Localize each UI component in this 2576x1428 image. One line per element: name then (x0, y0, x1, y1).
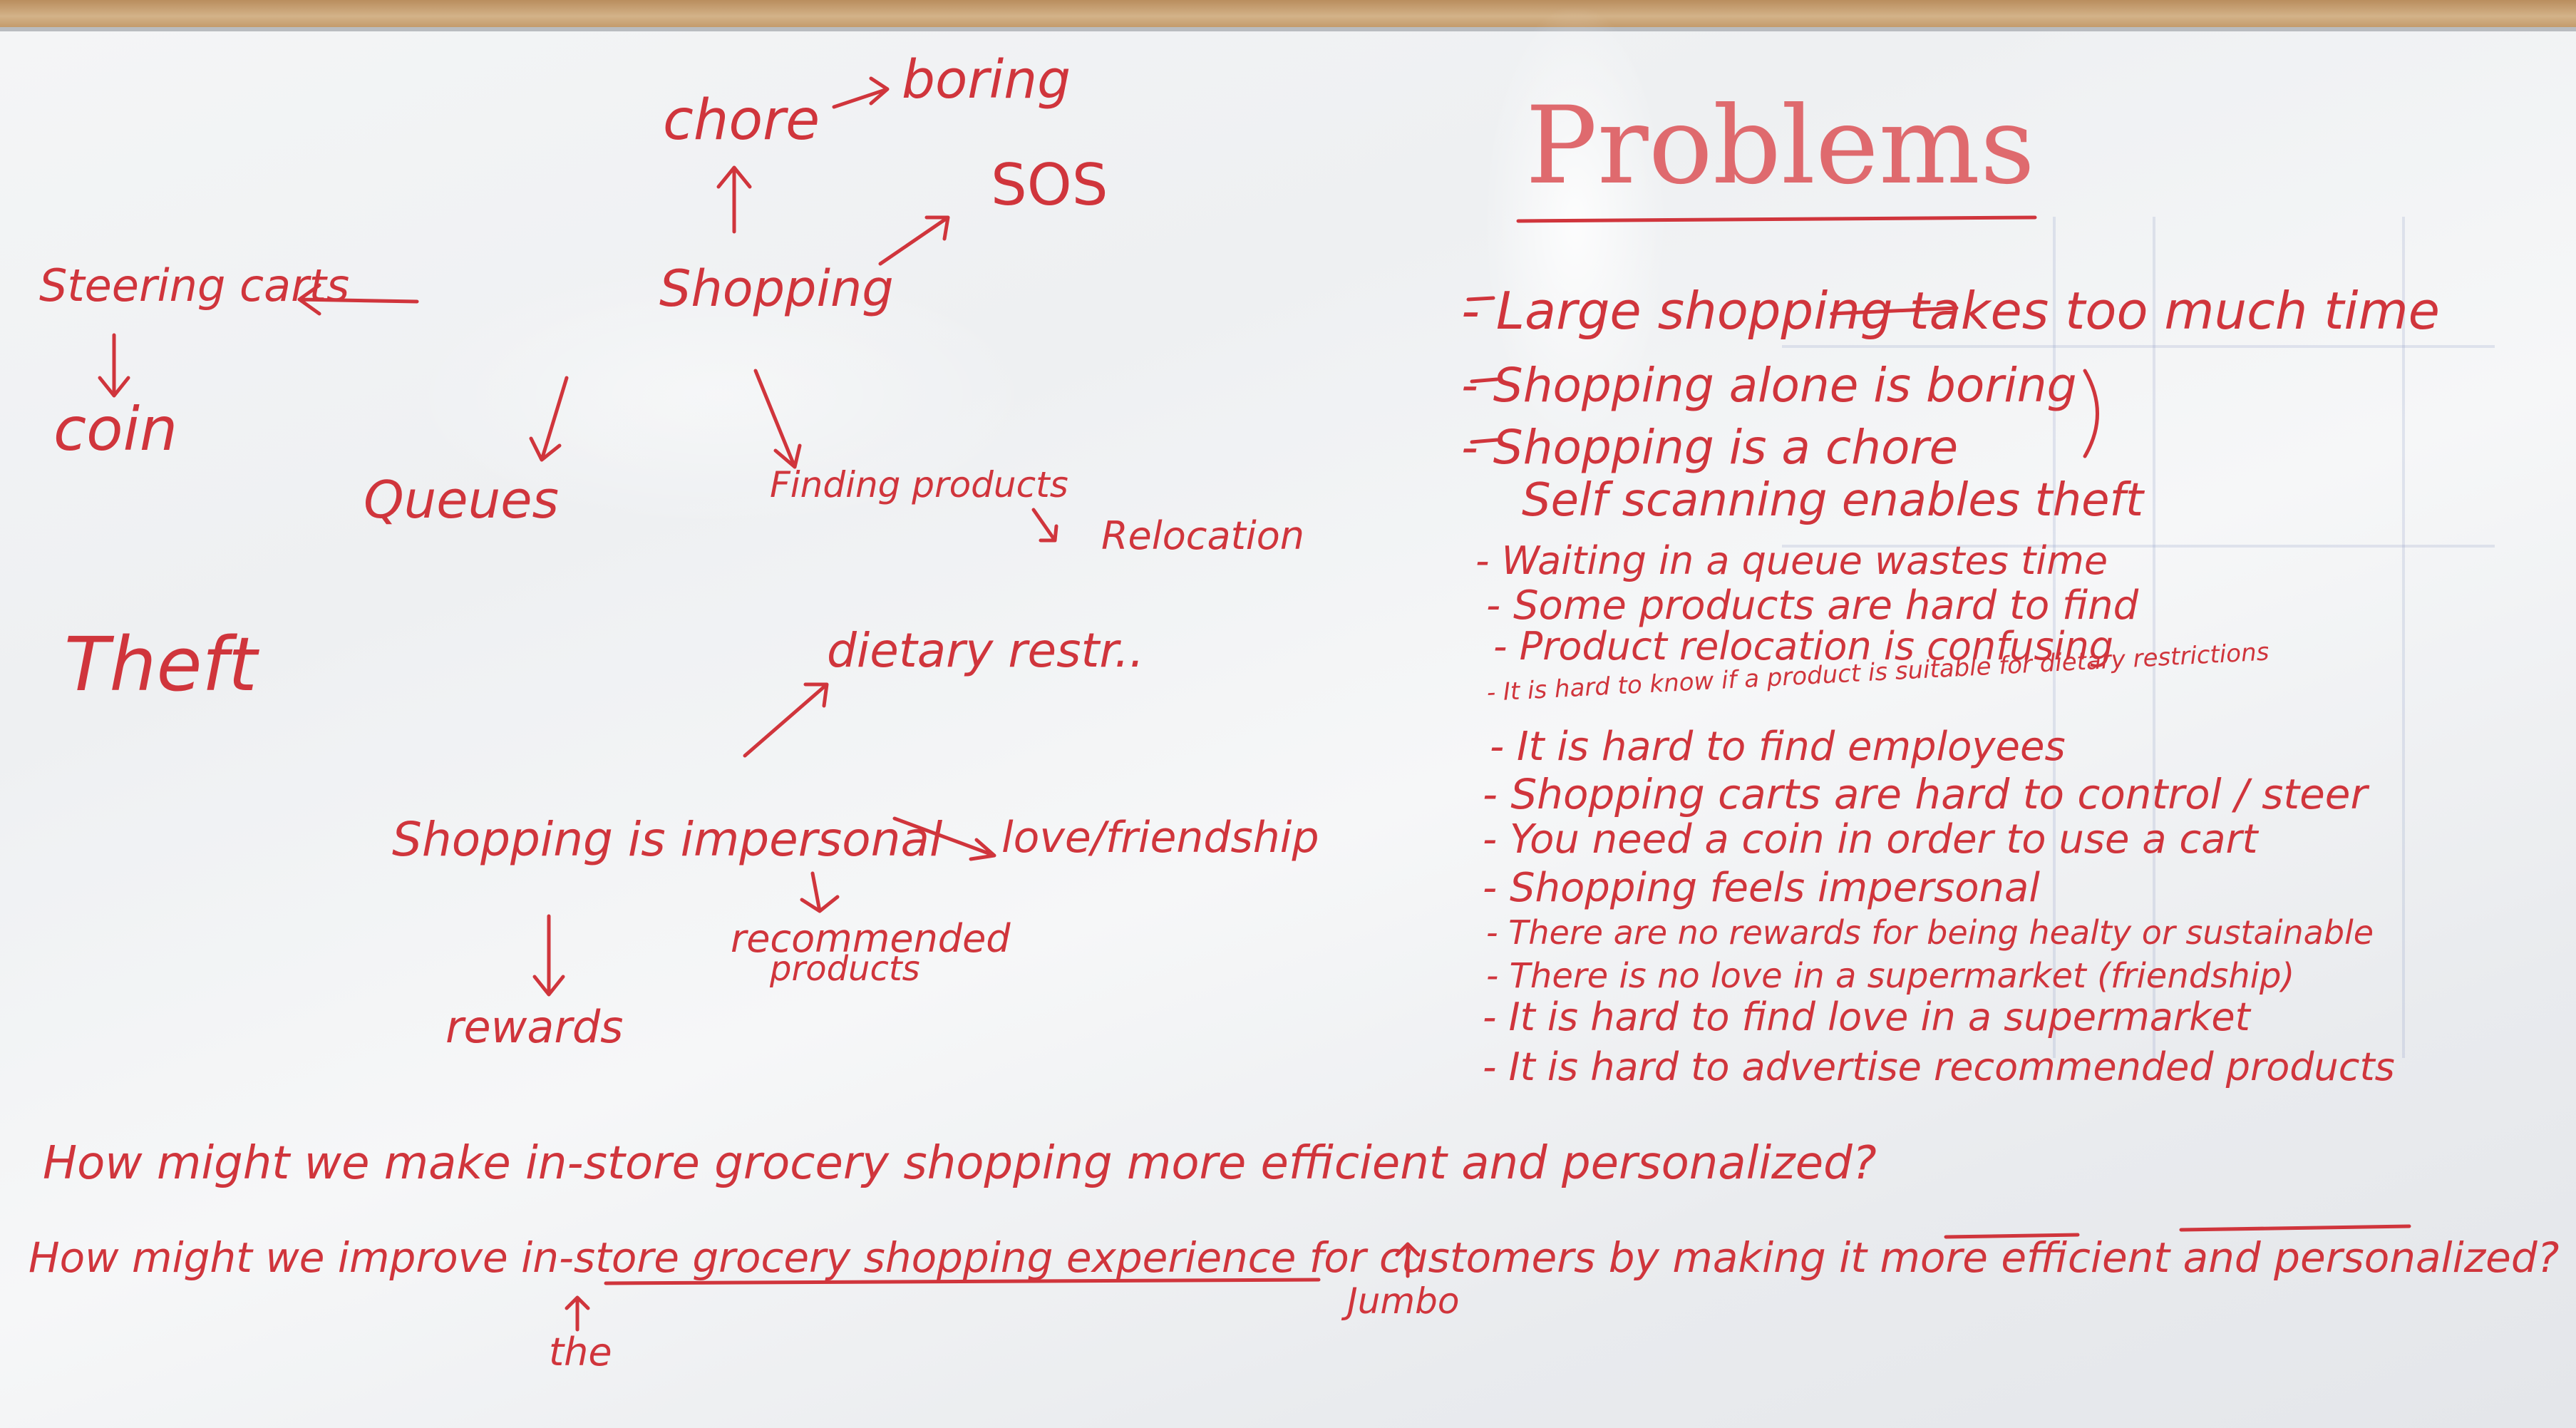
mindmap-steering-carts: Steering carts (39, 260, 350, 312)
mindmap-queues: Queues (364, 470, 560, 530)
problem-item: - Large shopping takes too much time (1461, 281, 2440, 341)
mindmap-finding-products: Finding products (770, 464, 1068, 505)
mindmap-impersonal: Shopping is impersonal (392, 812, 943, 867)
problem-item: - There is no love in a supermarket (fri… (1486, 956, 2295, 996)
mindmap-chore: chore (663, 88, 820, 153)
mindmap-love-friendship: love/friendship (1001, 813, 1319, 863)
faint-grid-line (2053, 217, 2056, 1058)
mindmap-recommended: recommended (731, 916, 1011, 961)
mindmap-dietary: dietary restr.. (827, 623, 1145, 678)
problems-heading: Problems (1525, 84, 2035, 208)
mindmap-products: products (770, 949, 920, 989)
mindmap-rewards: rewards (445, 1001, 624, 1053)
problem-item: - It is hard to find love in a supermark… (1483, 995, 2250, 1039)
light-reflection (399, 260, 1041, 530)
faint-grid-line (1782, 545, 2495, 548)
problem-item: - Shopping alone is boring (1461, 358, 2077, 413)
problem-item: - Some products are hard to find (1486, 582, 2139, 629)
mindmap-coin: coin (53, 394, 178, 464)
mindmap-shopping: Shopping (659, 260, 894, 318)
problem-item: Self scanning enables theft (1522, 474, 2144, 527)
mindmap-relocation: Relocation (1101, 513, 1305, 558)
mindmap-theft: Theft (64, 621, 257, 708)
hmw-line-2: How might we improve in-store grocery sh… (29, 1233, 2560, 1282)
problem-item: - You need a coin in order to use a cart (1483, 816, 2258, 863)
problem-item: - It is hard to advertise recommended pr… (1483, 1044, 2395, 1089)
faint-grid-line (2402, 217, 2405, 1058)
light-reflection (1483, 3, 1668, 445)
hmw-line-1: How might we make in-store grocery shopp… (43, 1137, 1877, 1190)
problem-item: - Shopping feels impersonal (1483, 865, 2040, 911)
whiteboard-frame (0, 0, 2576, 27)
problem-item: - Shopping is a chore (1461, 420, 1959, 475)
problem-item: - It is hard to find employees (1490, 724, 2066, 770)
mindmap-sos: SOS (991, 152, 1108, 218)
faint-grid-line (2153, 217, 2155, 1058)
problem-item: - There are no rewards for being healty … (1486, 913, 2374, 952)
problem-item: - Waiting in a queue wastes time (1475, 538, 2108, 583)
faint-grid-line (1782, 345, 2495, 348)
hmw-insert-the: the (549, 1330, 612, 1375)
problem-item: - Shopping carts are hard to control / s… (1483, 770, 2368, 818)
whiteboard (0, 3, 2576, 1428)
hmw-insert-jumbo: Jumbo (1347, 1280, 1460, 1322)
problem-item: - Product relocation is confusing (1493, 624, 2113, 669)
mindmap-boring: boring (902, 49, 1071, 111)
